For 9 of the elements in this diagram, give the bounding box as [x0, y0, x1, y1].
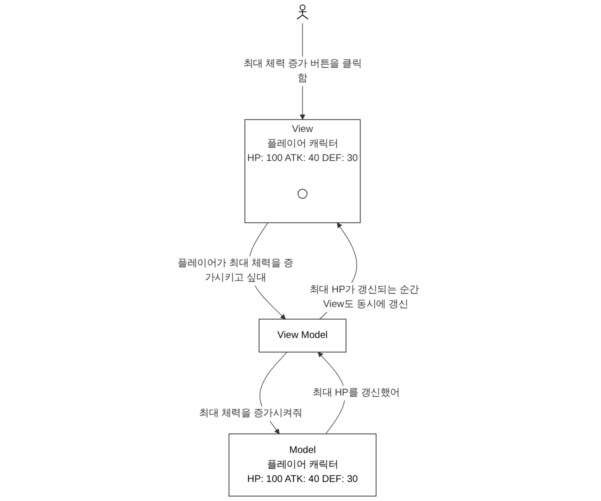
edge-label: 최대 HP를 갱신했어	[312, 387, 400, 398]
edge-label: 최대 HP가 갱신되는 순간 View도 동시에 갱신	[309, 284, 419, 310]
edge-label: 최대 체력 증가 버튼을 클릭함	[243, 58, 362, 84]
cluster: View 플레이어 캐릭터 HP: 100 ATK: 40 DEF: 30	[244, 119, 361, 224]
edge-label: 최대 체력을 증가시켜줘	[199, 408, 302, 419]
edge-label: 플레이어가 최대 체력을 증가시키고 싶대	[178, 258, 294, 284]
node-box: View Model	[258, 318, 346, 352]
node-circle	[298, 188, 308, 199]
node-box: Model 플레이어 캐릭터 HP: 100 ATK: 40 DEF: 30	[228, 434, 376, 496]
